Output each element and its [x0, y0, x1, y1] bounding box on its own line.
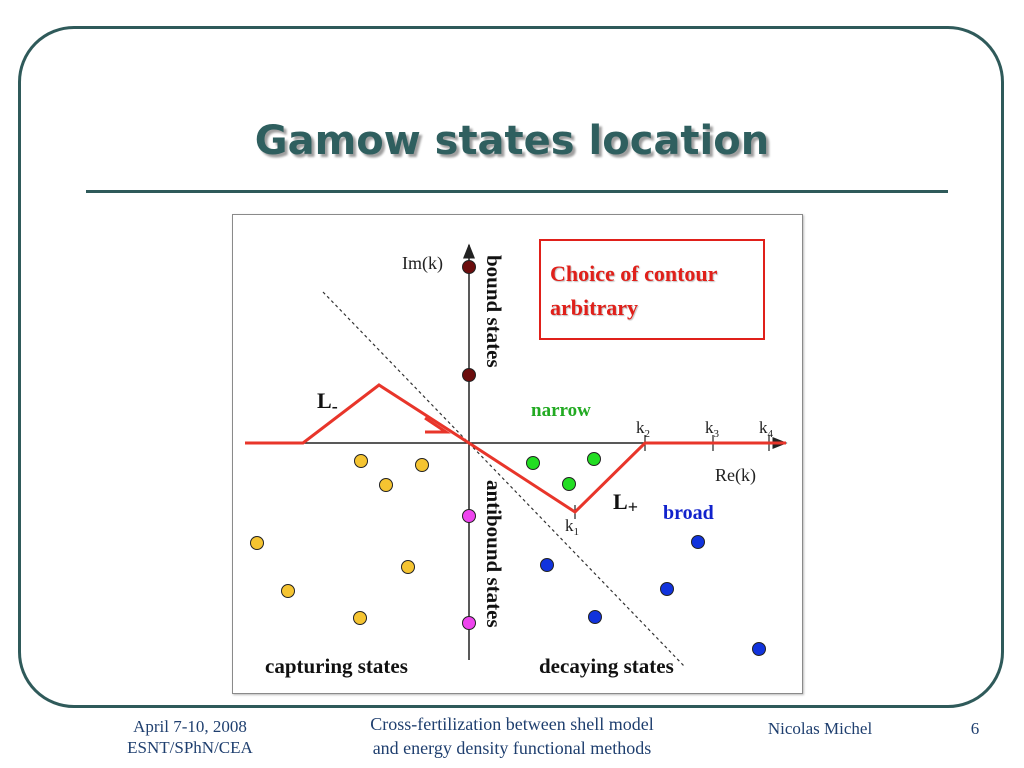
footer-date: April 7-10, 2008 [133, 717, 247, 736]
capturing-state-dot [401, 560, 415, 574]
antibound-state-dot [462, 616, 476, 630]
k4-label: k4 [759, 418, 774, 440]
capturing-state-dot [353, 611, 367, 625]
footer-page-number: 6 [970, 719, 980, 738]
l-minus-label: L- [317, 388, 338, 416]
slide-title: Gamow states location [254, 118, 770, 164]
antibound-states-label: antibound states [482, 480, 506, 628]
decaying-states-label: decaying states [539, 654, 674, 678]
re-axis-label: Re(k) [715, 465, 756, 486]
bound-state-dot [462, 260, 476, 274]
footer-talk-line-1: Cross-fertilization between shell model [370, 714, 654, 734]
capturing-state-dot [250, 536, 264, 550]
capturing-state-dot [354, 454, 368, 468]
k1-label: k1 [565, 516, 579, 538]
footer-author: Nicolas Michel [767, 719, 873, 738]
broad-resonance-dot [752, 642, 766, 656]
bound-states-label: bound states [482, 255, 506, 368]
broad-resonance-dot [660, 582, 674, 596]
callout-line-2: arbitrary [550, 295, 638, 320]
broad-resonance-dot [588, 610, 602, 624]
broad-label: broad [663, 502, 714, 524]
broad-resonance-dot [540, 558, 554, 572]
antibound-state-dot [462, 509, 476, 523]
complex-k-plane-diagram: Im(k) Re(k) k1 k2 k3 k4 L- L+ bound stat… [245, 243, 788, 678]
footer-talk-title: Cross-fertilization between shell model … [320, 712, 704, 760]
narrow-label: narrow [531, 400, 591, 421]
complex-k-plane-figure: Im(k) Re(k) k1 k2 k3 k4 L- L+ bound stat… [232, 214, 803, 694]
broad-resonance-dot [691, 535, 705, 549]
bound-state-dot [462, 368, 476, 382]
k2-label: k2 [636, 418, 650, 440]
footer-date-org: April 7-10, 2008 ESNT/SPhN/CEA [110, 716, 270, 758]
im-axis-label: Im(k) [402, 253, 443, 274]
capturing-states-label: capturing states [265, 654, 408, 678]
narrow-resonance-dot [587, 452, 601, 466]
callout-line-1: Choice of contour [550, 261, 718, 286]
separator-dashed-line [322, 291, 686, 668]
footer-org: ESNT/SPhN/CEA [127, 738, 253, 757]
integration-contour [245, 383, 786, 514]
title-divider [86, 190, 948, 193]
capturing-state-dot [281, 584, 295, 598]
contour-direction-arrow [424, 416, 451, 434]
contour-choice-callout: Choice of contour arbitrary [539, 239, 765, 340]
capturing-state-dot [415, 458, 429, 472]
footer-talk-line-2: and energy density functional methods [372, 738, 652, 758]
k3-label: k3 [705, 418, 720, 440]
narrow-resonance-dot [526, 456, 540, 470]
l-plus-label: L+ [613, 489, 638, 517]
slide-frame [18, 26, 1004, 708]
narrow-resonance-dot [562, 477, 576, 491]
capturing-state-dot [379, 478, 393, 492]
